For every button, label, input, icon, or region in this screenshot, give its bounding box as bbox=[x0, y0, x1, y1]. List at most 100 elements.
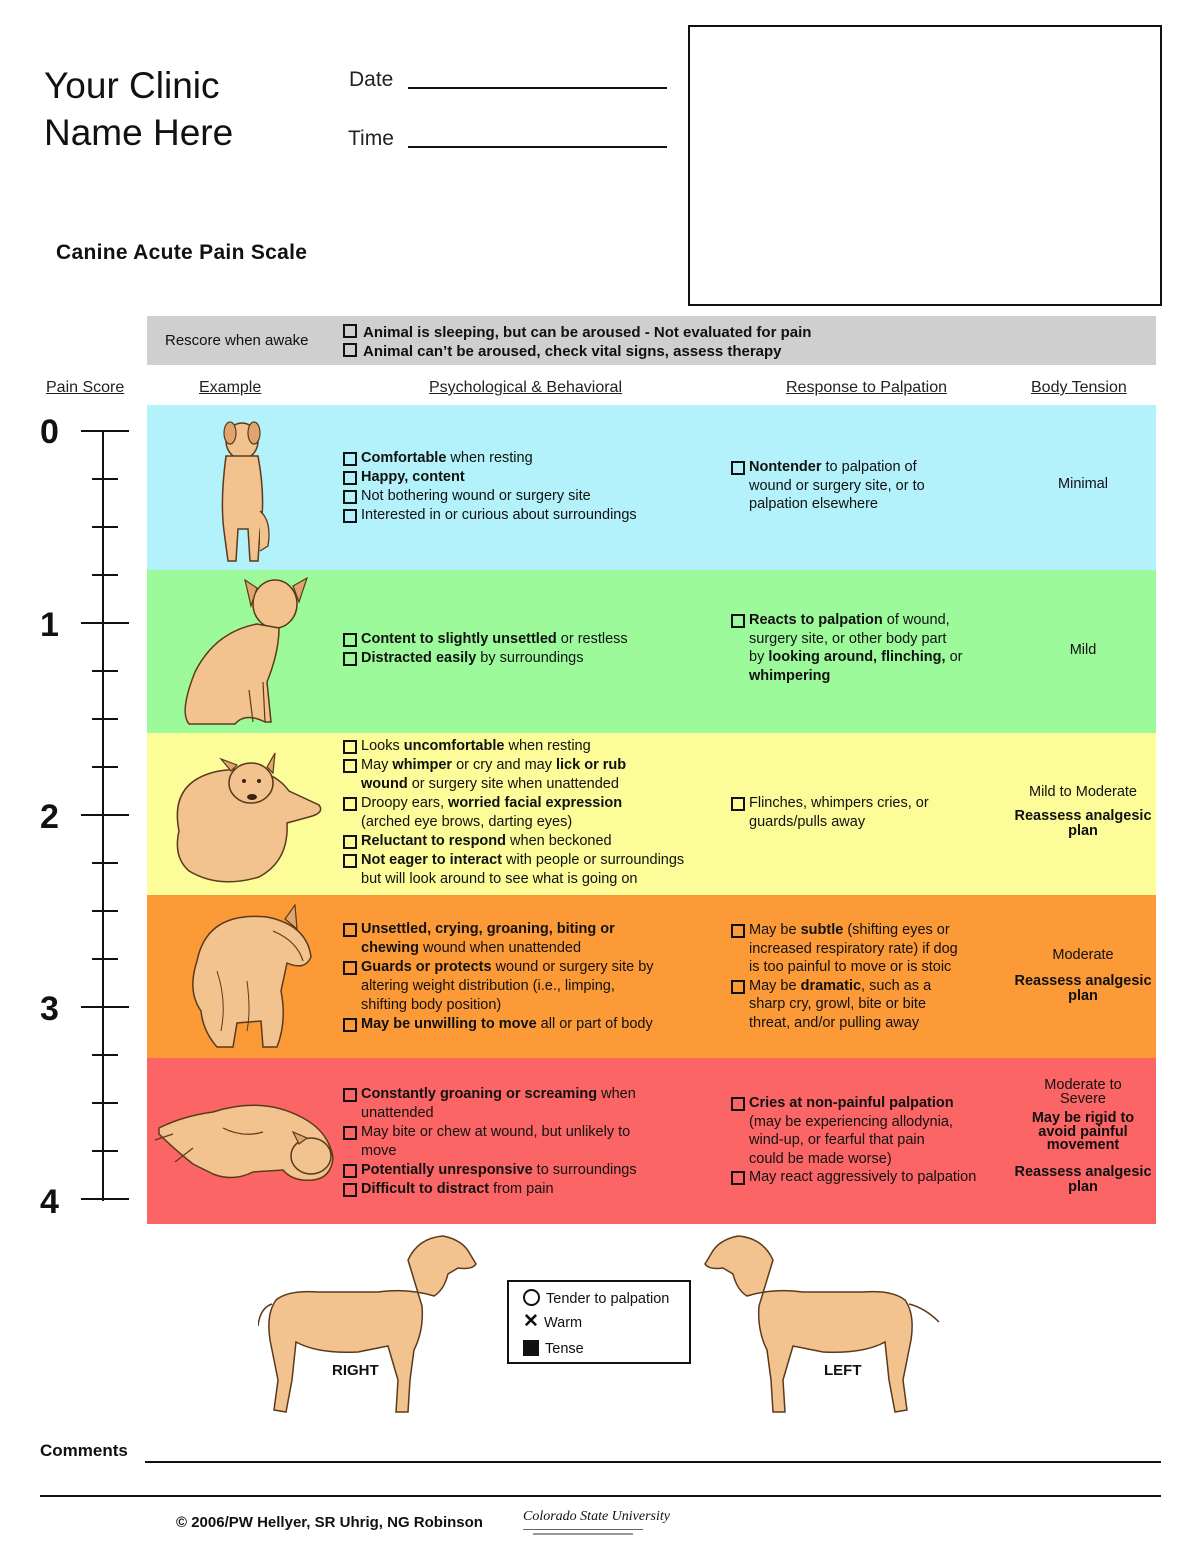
psych-behavior-list-1: Content to slightly unsettled or restles… bbox=[343, 630, 628, 668]
pain-score-3: 3 bbox=[40, 990, 59, 1028]
pain-band-1: Content to slightly unsettled or restles… bbox=[147, 570, 1156, 733]
axis-minor-tick bbox=[92, 862, 118, 864]
checkbox[interactable] bbox=[731, 924, 745, 938]
legend-tense: Tense bbox=[545, 1341, 584, 1357]
checkbox[interactable] bbox=[731, 461, 745, 475]
axis-minor-tick bbox=[92, 910, 118, 912]
checkbox[interactable] bbox=[343, 452, 357, 466]
axis-minor-tick bbox=[92, 526, 118, 528]
time-field[interactable] bbox=[408, 146, 667, 148]
dog-sitting-comfortable-illustration bbox=[221, 421, 270, 562]
checkbox[interactable] bbox=[343, 652, 357, 666]
axis-major-tick bbox=[81, 1006, 129, 1008]
axis-minor-tick bbox=[92, 574, 118, 576]
checkbox[interactable] bbox=[731, 1171, 745, 1185]
palpation-legend: Tender to palpation ✕Warm Tense bbox=[507, 1280, 691, 1364]
checkbox[interactable] bbox=[343, 835, 357, 849]
dog-hunched-guarding-illustration bbox=[192, 903, 312, 1048]
scale-title: Canine Acute Pain Scale bbox=[56, 241, 308, 264]
reassess-note: Reassess analgesic plan bbox=[1014, 1163, 1152, 1195]
checkbox[interactable] bbox=[343, 1164, 357, 1178]
checkbox[interactable] bbox=[343, 740, 357, 754]
rescore-bar: Rescore when awake Animal is sleeping, b… bbox=[147, 316, 1156, 365]
axis-minor-tick bbox=[92, 1150, 118, 1152]
checkbox[interactable] bbox=[343, 759, 357, 773]
comments-field[interactable] bbox=[145, 1461, 1161, 1463]
checkbox[interactable] bbox=[343, 923, 357, 937]
photo-box[interactable] bbox=[688, 25, 1162, 306]
checkbox[interactable] bbox=[343, 1126, 357, 1140]
axis-minor-tick bbox=[92, 766, 118, 768]
pain-band-2: Looks uncomfortable when resting May whi… bbox=[147, 733, 1156, 895]
checkbox[interactable] bbox=[343, 961, 357, 975]
checkbox[interactable] bbox=[343, 633, 357, 647]
palpation-response-1: Reacts to palpation of wound, surgery si… bbox=[731, 611, 962, 685]
pain-score-4: 4 bbox=[40, 1183, 59, 1221]
body-tension-3: Moderate Reassess analgesic plan bbox=[1007, 947, 1159, 1004]
palpation-response-2: Flinches, whimpers cries, or guards/pull… bbox=[731, 794, 929, 831]
checkbox[interactable] bbox=[343, 854, 357, 868]
x-icon: ✕ bbox=[523, 1311, 539, 1332]
csu-logo: Colorado State University bbox=[523, 1509, 670, 1535]
header-psychological: Psychological & Behavioral bbox=[429, 379, 622, 396]
copyright-text: © 2006/PW Hellyer, SR Uhrig, NG Robinson bbox=[176, 1514, 483, 1531]
dog-lying-curled-illustration bbox=[176, 752, 322, 883]
body-tension-4: Moderate to Severe May be rigid to avoid… bbox=[1007, 1078, 1159, 1195]
checkbox[interactable] bbox=[343, 797, 357, 811]
legend-warm: Warm bbox=[544, 1315, 583, 1331]
date-label: Date bbox=[349, 68, 394, 91]
pain-score-2: 2 bbox=[40, 798, 59, 836]
rescore-options: Animal is sleeping, but can be aroused -… bbox=[343, 323, 811, 361]
body-tension-1: Mild bbox=[1069, 642, 1097, 658]
axis-major-tick bbox=[81, 430, 129, 432]
axis-major-tick bbox=[81, 814, 129, 816]
rescore-label: Rescore when awake bbox=[165, 332, 309, 349]
footer-divider bbox=[40, 1495, 1161, 1497]
checkbox[interactable] bbox=[343, 1088, 357, 1102]
checkbox[interactable] bbox=[731, 614, 745, 628]
psych-behavior-list-0: Comfortable when resting Happy, content … bbox=[343, 449, 637, 525]
time-label: Time bbox=[348, 127, 394, 150]
header-body-tension: Body Tension bbox=[1031, 379, 1127, 396]
checkbox[interactable] bbox=[731, 797, 745, 811]
psych-behavior-list-4: Constantly groaning or screaming when un… bbox=[343, 1085, 637, 1199]
axis-minor-tick bbox=[92, 670, 118, 672]
date-field[interactable] bbox=[408, 87, 667, 89]
checkbox[interactable] bbox=[343, 1183, 357, 1197]
circle-icon bbox=[523, 1289, 540, 1306]
comments-label: Comments bbox=[40, 1441, 128, 1460]
palpation-response-3: May be subtle (shifting eyes or increase… bbox=[731, 921, 958, 1032]
axis-major-tick bbox=[81, 1198, 129, 1200]
dog-sitting-mild-illustration bbox=[184, 576, 309, 725]
checkbox[interactable] bbox=[343, 1018, 357, 1032]
clinic-name-line1: Your Clinic bbox=[44, 65, 220, 106]
pain-score-1: 1 bbox=[40, 606, 59, 644]
psych-behavior-list-2: Looks uncomfortable when resting May whi… bbox=[343, 737, 684, 889]
pain-band-0: Comfortable when resting Happy, content … bbox=[147, 405, 1156, 570]
checkbox[interactable] bbox=[343, 343, 357, 357]
dog-diagram-right-side[interactable] bbox=[258, 1230, 478, 1420]
checkbox[interactable] bbox=[343, 324, 357, 338]
checkbox[interactable] bbox=[343, 509, 357, 523]
pain-band-3: Unsettled, crying, groaning, biting or c… bbox=[147, 895, 1156, 1058]
body-tension-2: Mild to Moderate Reassess analgesic plan bbox=[1007, 784, 1159, 839]
axis-minor-tick bbox=[92, 958, 118, 960]
diagram-right-label: RIGHT bbox=[332, 1362, 379, 1379]
axis-major-tick bbox=[81, 622, 129, 624]
checkbox[interactable] bbox=[343, 490, 357, 504]
checkbox[interactable] bbox=[731, 979, 745, 994]
palpation-response-4: Cries at non-painful palpation (may be e… bbox=[731, 1094, 976, 1187]
dog-diagram-left-side[interactable] bbox=[703, 1230, 943, 1420]
rigid-note: May be rigid to avoid painful movement bbox=[1031, 1110, 1135, 1153]
pain-score-0: 0 bbox=[40, 413, 59, 451]
dog-lying-down-illustration bbox=[154, 1104, 334, 1182]
clinic-name: Your Clinic Name Here bbox=[44, 62, 233, 156]
clinic-name-line2: Name Here bbox=[44, 112, 234, 153]
checkbox[interactable] bbox=[343, 471, 357, 485]
psych-behavior-list-3: Unsettled, crying, groaning, biting or c… bbox=[343, 920, 654, 1034]
reassess-note: Reassess analgesic plan bbox=[1014, 973, 1152, 1004]
palpation-response-0: Nontender to palpation of wound or surge… bbox=[731, 458, 925, 514]
checkbox[interactable] bbox=[731, 1097, 745, 1111]
header-palpation: Response to Palpation bbox=[786, 379, 947, 396]
axis-minor-tick bbox=[92, 1102, 118, 1104]
